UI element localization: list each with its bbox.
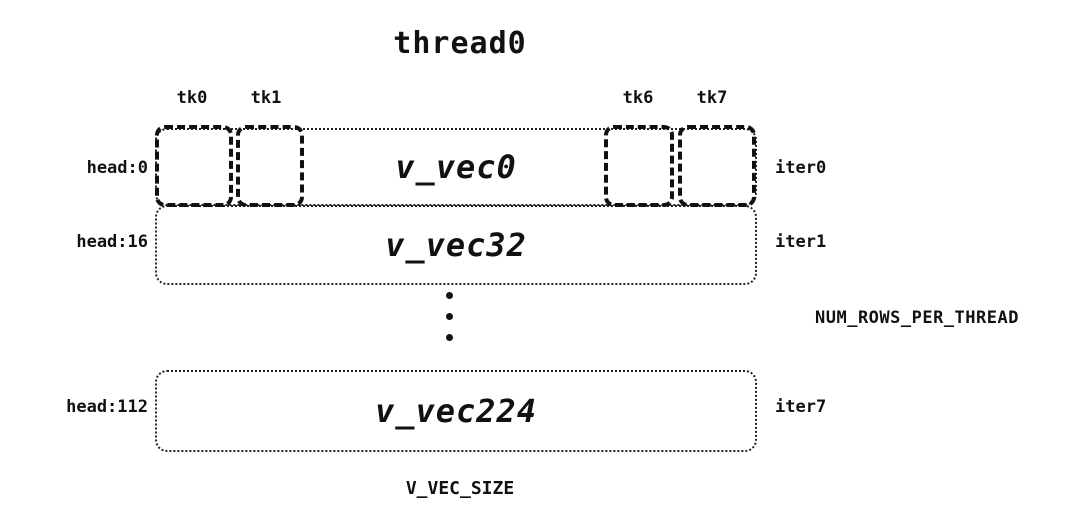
ellipsis-dot (446, 292, 453, 299)
iter7-label: iter7 (775, 397, 827, 417)
vvec224-label: v_vec224 (374, 392, 538, 430)
tk0-label: tk0 (176, 88, 208, 108)
tk6-box (604, 125, 674, 207)
tk0-box (155, 125, 233, 207)
head-offset-label-2: head:112 (66, 397, 148, 417)
tk6-label: tk6 (622, 88, 654, 108)
vvec0-label: v_vec0 (395, 148, 517, 186)
num-rows-per-thread-label: NUM_ROWS_PER_THREAD (815, 308, 1019, 328)
diagram-title: thread0 (393, 26, 527, 61)
ellipsis-dot (446, 334, 453, 341)
iter1-label: iter1 (775, 232, 827, 252)
tk1-label: tk1 (250, 88, 282, 108)
vvec-row-iter7: v_vec224 (155, 370, 757, 452)
head-offset-label-1: head:16 (76, 232, 148, 252)
ellipsis-dot (446, 313, 453, 320)
vertical-ellipsis (446, 292, 453, 341)
vvec-row-iter1: v_vec32 (155, 205, 757, 285)
tk1-box (236, 125, 304, 207)
vvec32-label: v_vec32 (385, 226, 527, 264)
v-vec-size-label: V_VEC_SIZE (405, 478, 515, 499)
tk7-label: tk7 (696, 88, 728, 108)
iter0-label: iter0 (775, 158, 827, 178)
tk7-box (678, 125, 756, 207)
head-offset-label-0: head:0 (86, 158, 148, 178)
